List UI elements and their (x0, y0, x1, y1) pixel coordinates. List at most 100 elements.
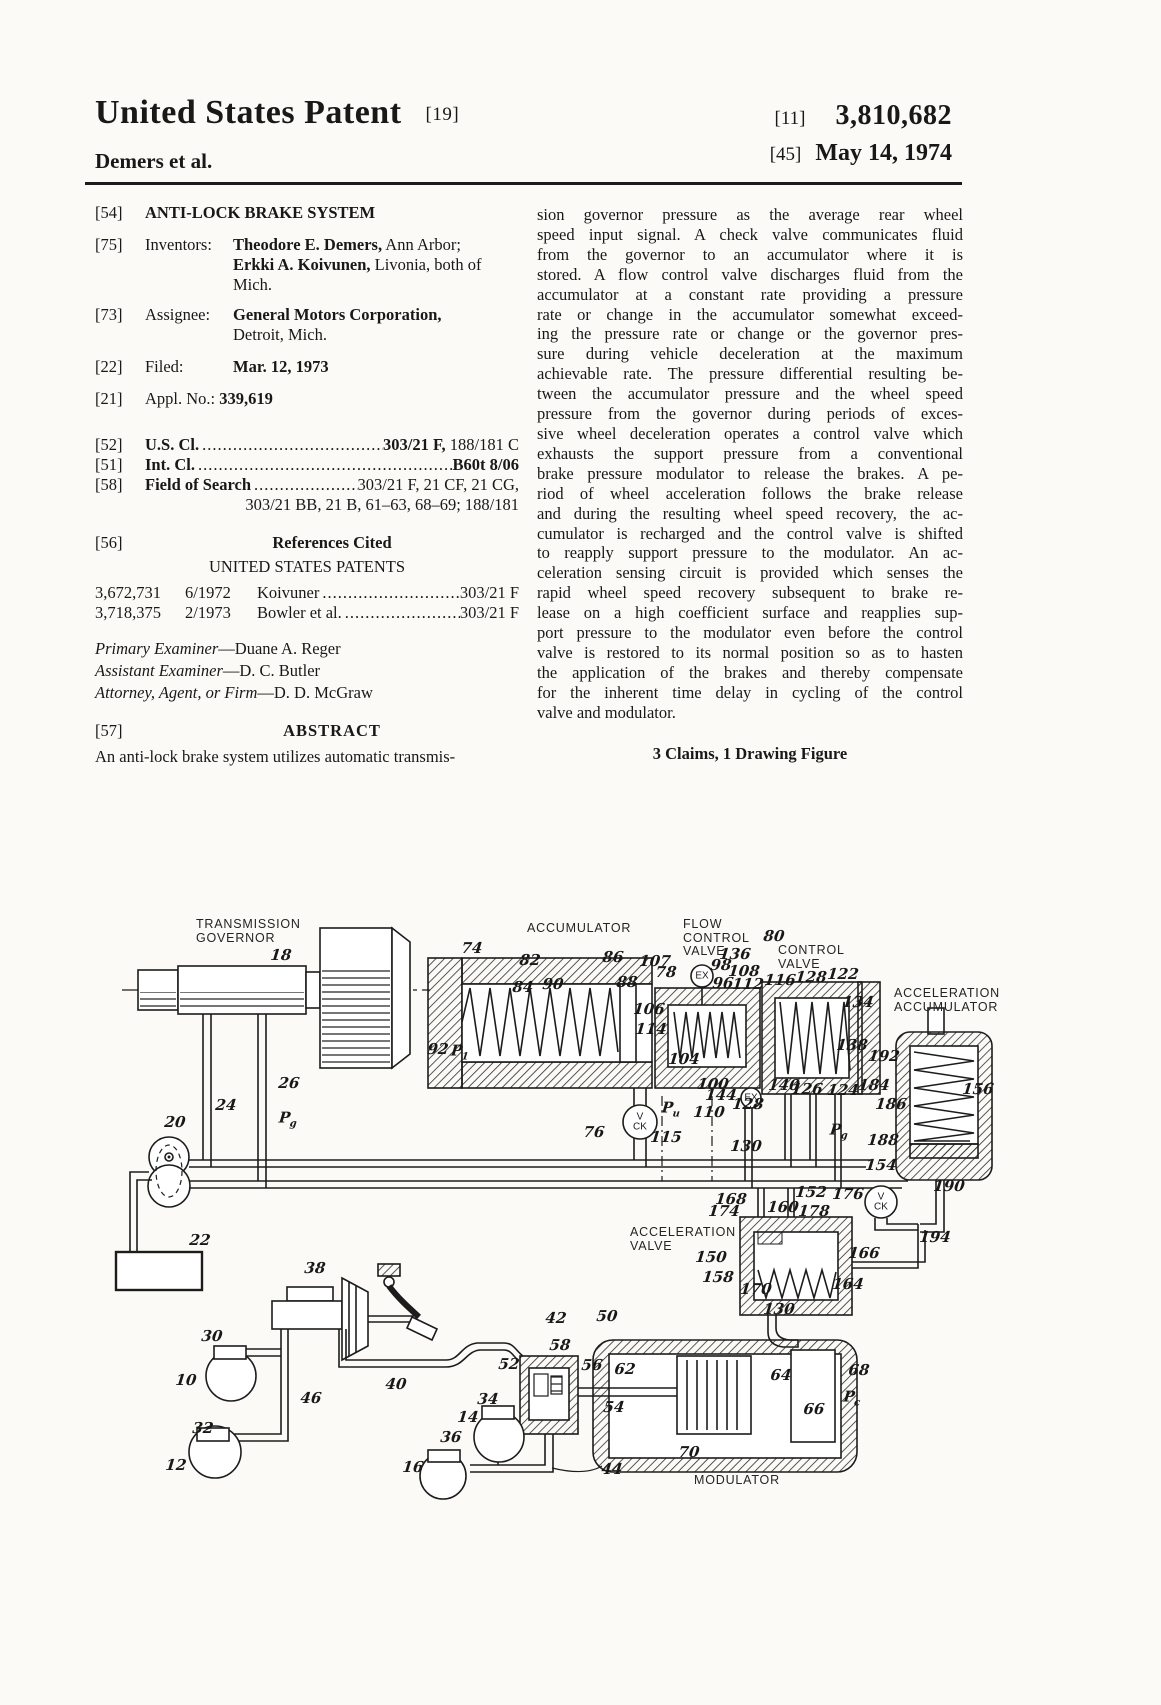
diagram-part-number: 36 (440, 1428, 463, 1446)
number-code: [11] (775, 108, 806, 130)
field-code: [54] (95, 203, 145, 223)
field-of-search-value: 303/21 F, 21 CF, 21 CG, (358, 475, 519, 495)
abstract-line: riod of wheel acceleration follows the b… (537, 484, 963, 504)
us-patents-heading: UNITED STATES PATENTS (95, 557, 519, 577)
diagram-part-number: 158 (701, 1268, 734, 1286)
abstract-line: speed input signal. A check valve commun… (537, 225, 963, 245)
header-rule (85, 182, 962, 185)
abstract-first-line: An anti-lock brake system utilizes autom… (95, 747, 519, 767)
diagram-part-number: 150 (694, 1248, 727, 1266)
field-label: Assignee: (145, 305, 233, 325)
abstract-line: pressure from the governor during period… (537, 404, 963, 424)
diagram-part-number: 44 (601, 1460, 624, 1478)
diagram-part-number: 10 (175, 1371, 198, 1389)
diagram-part-number: 88 (616, 973, 639, 991)
abstract-line: lease on a high coefficient surface and … (537, 603, 963, 623)
abstract-line: to reapply support pressure to the modul… (537, 543, 963, 563)
diagram-part-number: 14 (457, 1408, 480, 1426)
diagram-part-number: 64 (770, 1366, 793, 1384)
appl-label: Appl. No.: (145, 389, 215, 409)
diagram-part-number: 92 (427, 1040, 450, 1058)
reference-number: 3,672,731 (95, 583, 185, 603)
reference-date: 6/1972 (185, 583, 257, 603)
diagram-part-number: 74 (461, 939, 484, 957)
diagram-part-number: 126 (790, 1080, 823, 1098)
us-cl-row: [52] U.S. Cl. ..........................… (95, 435, 519, 455)
diagram-part-number: 38 (304, 1259, 327, 1277)
diagram-part-number: 34 (477, 1390, 500, 1408)
reference-row: 3,672,7316/1972Koivuner.................… (95, 583, 519, 603)
filed-date: Mar. 12, 1973 (233, 357, 329, 377)
left-column: [54] ANTI-LOCK BRAKE SYSTEM [75] Invento… (95, 203, 519, 767)
invention-title-row: [54] ANTI-LOCK BRAKE SYSTEM (95, 203, 519, 223)
abstract-line: stored. A flow control valve discharges … (537, 265, 963, 285)
diagram-symbol-ex: EX (744, 1093, 757, 1103)
field-label: Filed: (145, 357, 233, 377)
diagram-part-number: 176 (831, 1185, 864, 1203)
diagram-part-number: 110 (692, 1103, 725, 1121)
abstract-line: valve and modulator. (537, 703, 963, 723)
abstract-line: for the inherent time delay in cycling o… (537, 683, 963, 703)
field-code: [52] (95, 435, 145, 455)
diagram-part-number: 115 (649, 1128, 682, 1146)
diagram-part-number: 12 (165, 1456, 188, 1474)
diagram-part-number: 78 (655, 963, 678, 981)
diagram-part-number: 84 (512, 978, 535, 996)
diagram-component-label: ACCUMULATOR (527, 922, 631, 936)
patent-date-row: [45] May 14, 1974 (770, 140, 952, 167)
diagram-part-number: 190 (932, 1177, 965, 1195)
diagram-part-number: 56 (581, 1356, 604, 1374)
abstract-heading-row: [57] ABSTRACT (95, 721, 519, 741)
diagram-component-label: MODULATOR (694, 1474, 780, 1488)
claims-line: 3 Claims, 1 Drawing Figure (537, 744, 963, 764)
diagram-part-number: 16 (402, 1458, 425, 1476)
diagram-part-number: Pg (278, 1109, 298, 1130)
diagram-part-number: 66 (803, 1400, 826, 1418)
diagram-part-number: 112 (731, 975, 764, 993)
diagram-part-number: 30 (201, 1327, 224, 1345)
reference-class: 303/21 F (460, 603, 519, 623)
diagram-part-number: 186 (874, 1095, 907, 1113)
examiner-role: Primary Examiner (95, 639, 218, 658)
diagram-part-number: 184 (857, 1076, 890, 1094)
references-cited-row: [56] References Cited (95, 533, 519, 553)
patent-title-text: United States Patent (95, 94, 402, 131)
diagram-part-number: 194 (918, 1228, 951, 1246)
diagram-part-number: 82 (519, 951, 542, 969)
diagram-part-number: 136 (718, 945, 751, 963)
field-code: [56] (95, 533, 145, 553)
diagram-part-number: P1 (450, 1042, 470, 1063)
diagram-part-number: 116 (763, 971, 796, 989)
diagram-part-number: 122 (826, 965, 859, 983)
abstract-line: the application of the brakes and thereb… (537, 663, 963, 683)
abstract-line: sion governor pressure as the average re… (537, 205, 963, 225)
diagram-part-number: Pg (829, 1121, 849, 1142)
abstract-line: sive wheel deceleration operates a contr… (537, 424, 963, 444)
examiner-role: Assistant Examiner (95, 661, 223, 680)
diagram-part-number: Pc (842, 1388, 862, 1409)
diagram-part-number: 52 (498, 1355, 521, 1373)
kind-code: [19] (426, 104, 460, 125)
diagram-part-number: 124 (826, 1081, 859, 1099)
examiner-line: Assistant Examiner—D. C. Butler (95, 661, 519, 681)
us-cl-secondary: 188/181 C (446, 435, 519, 454)
abstract-line: and during the resulting wheel speed rec… (537, 504, 963, 524)
abstract-line: ing the pressure rate or change or the g… (537, 324, 963, 344)
patent-number: 3,810,682 (836, 100, 953, 132)
field-code: [22] (95, 357, 145, 377)
date-code: [45] (770, 144, 802, 166)
field-of-search-value-2: 303/21 BB, 21 B, 61–63, 68–69; 188/181 (95, 495, 519, 515)
diagram-part-number: 192 (867, 1047, 900, 1065)
abstract-line: tween the accumulator pressure and the w… (537, 384, 963, 404)
diagram-part-number: 156 (961, 1080, 994, 1098)
us-cl-primary: 303/21 F, (383, 435, 446, 454)
inventor-name: Theodore E. Demers, (233, 235, 382, 254)
dot-leader: ........................................… (342, 603, 460, 623)
patent-date: May 14, 1974 (815, 140, 952, 167)
abstract-line: sure during vehicle deceleration at the … (537, 344, 963, 364)
examiner-line: Attorney, Agent, or Firm—D. D. McGraw (95, 683, 519, 703)
dot-leader: ........................................… (251, 475, 357, 495)
field-of-search-row: [58] Field of Search ...................… (95, 475, 519, 495)
diagram-part-number: 22 (189, 1231, 212, 1249)
diagram-symbol-v-ck: V CK (633, 1113, 647, 1132)
